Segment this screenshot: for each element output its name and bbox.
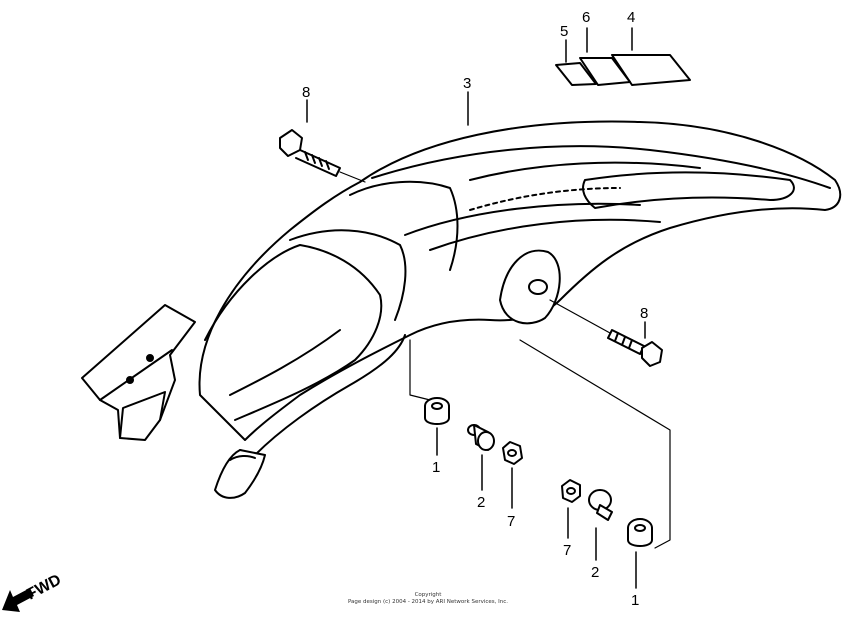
collar-2-right (588, 489, 613, 561)
decal-5 (555, 39, 597, 86)
callout-1-left: 1 (432, 459, 440, 476)
bolt-8-right (549, 299, 663, 367)
callout-3: 3 (463, 75, 471, 92)
callout-4: 4 (627, 9, 635, 26)
fwd-arrow-icon (2, 588, 34, 612)
grommet-1-left (424, 397, 450, 456)
callout-6: 6 (582, 9, 590, 26)
callout-8-right: 8 (640, 305, 648, 322)
collar-2-left (467, 424, 495, 491)
callout-2-right: 2 (591, 564, 599, 581)
callout-2-left: 2 (477, 494, 485, 511)
leader-left-axis (409, 339, 431, 401)
callout-8-top: 8 (302, 84, 310, 101)
rear-fender (198, 120, 842, 456)
callout-7-left: 7 (507, 513, 515, 530)
fender-tail-tip (214, 449, 266, 499)
nut-7-left (502, 441, 523, 509)
grommet-1-right (627, 518, 653, 589)
fwd-label: FWD (24, 571, 64, 603)
decal-6 (579, 27, 631, 86)
bolt-8-top (279, 99, 366, 183)
callout-5: 5 (560, 23, 568, 40)
copyright-line-2: Page design (c) 2004 - 2014 by ARI Netwo… (348, 599, 508, 605)
callout-1-right: 1 (631, 592, 639, 609)
callout-7-right: 7 (563, 542, 571, 559)
license-bracket (81, 304, 196, 441)
copyright-line-1: Copyright (415, 592, 443, 598)
nut-7-right (561, 479, 581, 539)
leader-right-axis (519, 339, 671, 549)
